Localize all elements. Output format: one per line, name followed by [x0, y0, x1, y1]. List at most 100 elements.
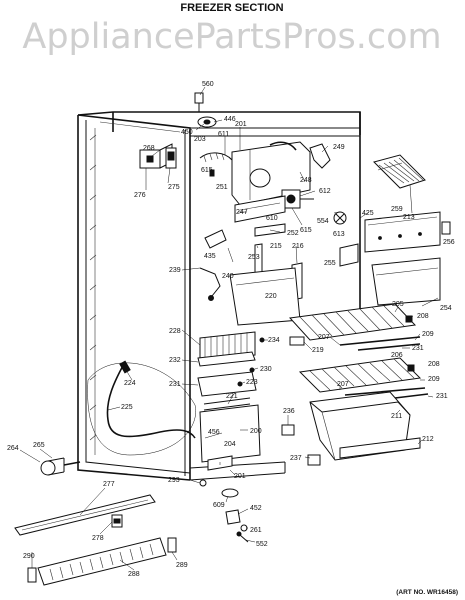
part-label-290[interactable]: 290 [23, 553, 35, 560]
clip-293[interactable] [199, 479, 207, 487]
part-label-253[interactable]: 253 [248, 254, 260, 261]
part-label-609[interactable]: 609 [213, 502, 225, 509]
part-label-203[interactable]: 203 [194, 136, 206, 143]
part-label-231-c[interactable]: 231 [436, 393, 448, 400]
part-label-611[interactable]: 611 [218, 131, 229, 138]
part-label-248[interactable]: 248 [300, 177, 312, 184]
clip-435[interactable] [204, 229, 227, 249]
wire-shelf-205[interactable] [288, 303, 417, 341]
label-255[interactable] [339, 243, 359, 267]
ice-tray-213[interactable] [373, 154, 426, 189]
clip-278[interactable] [111, 514, 123, 528]
part-label-275[interactable]: 275 [168, 184, 180, 191]
evaporator-panel-247[interactable] [234, 195, 286, 223]
part-label-219[interactable]: 219 [312, 347, 324, 354]
base-rail-277[interactable] [14, 494, 156, 536]
part-label-237[interactable]: 237 [290, 455, 302, 462]
part-label-435[interactable]: 435 [204, 253, 216, 260]
part-label-212[interactable]: 212 [422, 436, 434, 443]
part-label-278[interactable]: 278 [92, 535, 104, 542]
heater-221[interactable] [203, 397, 251, 411]
part-label-208-b[interactable]: 208 [428, 361, 440, 368]
part-label-613[interactable]: 613 [333, 231, 345, 238]
heater-203[interactable] [199, 152, 233, 163]
part-label-452[interactable]: 452 [250, 505, 262, 512]
fitting-219[interactable] [289, 336, 305, 346]
part-label-232[interactable]: 232 [169, 357, 181, 364]
cabinet[interactable] [77, 111, 361, 481]
part-label-207[interactable]: 207 [318, 334, 330, 341]
part-label-255[interactable]: 255 [324, 260, 336, 267]
part-label-251[interactable]: 251 [216, 184, 228, 191]
clip-208a[interactable] [405, 315, 413, 323]
bin-shelf-259[interactable] [364, 211, 441, 253]
part-label-211[interactable]: 211 [391, 413, 402, 420]
part-label-560[interactable]: 560 [202, 81, 214, 88]
part-label-456[interactable]: 456 [208, 429, 220, 436]
part-label-215[interactable]: 215 [270, 243, 282, 250]
part-label-254[interactable]: 254 [440, 305, 452, 312]
terminal-224[interactable] [119, 360, 131, 374]
bracket-452[interactable] [225, 509, 241, 525]
fan-blade-613[interactable] [333, 211, 347, 225]
part-label-200[interactable]: 200 [250, 428, 262, 435]
tray-232[interactable] [197, 351, 256, 367]
evaporator-cover-201-top[interactable] [231, 141, 311, 206]
fan-motor-612[interactable] [281, 189, 314, 209]
part-label-276[interactable]: 276 [134, 192, 146, 199]
sensor-240[interactable] [199, 267, 221, 301]
part-label-610[interactable]: 610 [266, 215, 278, 222]
part-label-261[interactable]: 261 [250, 527, 262, 534]
part-label-209-b[interactable]: 209 [428, 376, 440, 383]
switch-275[interactable] [165, 147, 177, 169]
roller-609[interactable] [221, 488, 239, 498]
part-label-293[interactable]: 293 [168, 477, 180, 484]
part-label-552[interactable]: 552 [256, 541, 268, 548]
clip-615[interactable] [209, 169, 215, 177]
part-label-206[interactable]: 206 [391, 352, 403, 359]
defrost-heater-225[interactable] [87, 361, 196, 456]
part-label-554[interactable]: 554 [317, 218, 329, 225]
plug-264[interactable] [40, 457, 65, 476]
clip-289[interactable] [167, 537, 177, 553]
drain-pan-231[interactable] [197, 371, 257, 397]
part-label-247[interactable]: 247 [236, 209, 248, 216]
shelf-rail-209b[interactable] [344, 387, 426, 396]
clip-237[interactable] [307, 454, 321, 466]
part-label-228[interactable]: 228 [169, 328, 181, 335]
part-label-268[interactable]: 268 [143, 145, 155, 152]
pin-265[interactable] [63, 461, 81, 466]
part-label-249[interactable]: 249 [333, 144, 345, 151]
shelf-rail-231[interactable] [357, 343, 429, 399]
part-label-225[interactable]: 225 [121, 404, 133, 411]
part-label-205[interactable]: 205 [392, 301, 404, 308]
part-label-256[interactable]: 256 [443, 239, 455, 246]
knob-446[interactable] [197, 116, 217, 128]
toe-grille-288[interactable] [37, 537, 167, 586]
part-label-213[interactable]: 213 [403, 214, 415, 221]
part-label-277[interactable]: 277 [103, 481, 115, 488]
part-label-220[interactable]: 220 [265, 293, 277, 300]
part-label-239[interactable]: 239 [169, 267, 181, 274]
part-label-288[interactable]: 288 [128, 571, 140, 578]
part-label-224[interactable]: 224 [124, 380, 136, 387]
part-label-209[interactable]: 209 [422, 331, 434, 338]
part-label-223[interactable]: 223 [246, 379, 258, 386]
thermostat-560[interactable] [194, 92, 204, 112]
wire-shelf-206[interactable] [298, 357, 422, 393]
screw-552[interactable] [236, 531, 249, 543]
part-label-240[interactable]: 240 [222, 273, 234, 280]
part-label-204[interactable]: 204 [224, 441, 236, 448]
part-label-289[interactable]: 289 [176, 562, 188, 569]
part-label-265[interactable]: 265 [33, 442, 45, 449]
part-label-230[interactable]: 230 [260, 366, 272, 373]
part-label-450[interactable]: 450 [181, 129, 193, 136]
part-label-201[interactable]: 201 [235, 121, 247, 128]
part-label-234[interactable]: 234 [268, 337, 280, 344]
shelf-rail-209a[interactable] [339, 336, 421, 346]
part-label-231-b[interactable]: 231 [169, 381, 181, 388]
part-label-615[interactable]: 615 [201, 167, 213, 174]
bucket-front-212[interactable] [339, 437, 421, 459]
part-label-259[interactable]: 259 [391, 206, 403, 213]
part-label-231[interactable]: 231 [412, 345, 424, 352]
